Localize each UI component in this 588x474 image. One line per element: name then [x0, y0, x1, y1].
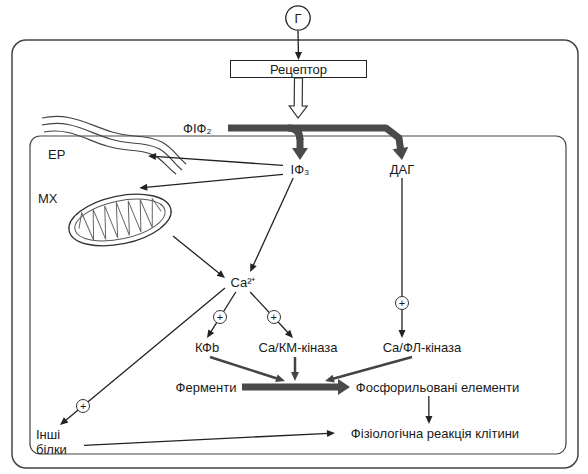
node-text: Ca/КМ-кіназа — [259, 340, 338, 355]
arrow-head — [148, 153, 156, 160]
arrow-head — [292, 148, 308, 160]
er-membrane — [44, 131, 176, 174]
mitochondrion-inner — [71, 192, 169, 248]
mitochondrion — [64, 186, 176, 255]
arrow-line — [146, 174, 283, 187]
arrow-head — [217, 270, 225, 278]
activation-sign: + — [76, 399, 90, 413]
arrow-line — [154, 156, 283, 165]
arrow-line — [428, 396, 429, 418]
node-text: Ca²⁺ — [231, 275, 256, 290]
node-text: ІФ₃ — [291, 162, 310, 177]
hormone-circle: Г — [285, 5, 311, 31]
hollow-arrow — [289, 78, 307, 118]
enzyme-label: КФb — [192, 338, 222, 356]
node-text: ДАГ — [390, 162, 415, 177]
node-text: Г — [294, 11, 301, 26]
arrow-head — [285, 330, 293, 338]
kinase-label: Ca/ФЛ-кіназа — [372, 338, 472, 356]
activation-arrow — [333, 357, 412, 379]
activation-sign: + — [213, 310, 227, 324]
receptor-box: Рецептор — [230, 60, 367, 78]
activation-arrow — [294, 357, 297, 373]
activation-arrow — [210, 357, 277, 379]
arrow-head — [250, 263, 257, 272]
arrow-head — [60, 417, 68, 425]
connector — [250, 178, 293, 272]
arrow-head — [291, 372, 299, 381]
arrow-head — [207, 329, 214, 338]
arrow-line — [84, 433, 329, 445]
node-text: ЕР — [48, 147, 65, 162]
connector — [242, 379, 350, 395]
connector — [425, 396, 432, 424]
thick-arrow — [242, 384, 340, 391]
cytoplasm-outline — [30, 136, 566, 454]
node-text: Фізіологічна реакція клітини — [351, 426, 519, 441]
connector — [292, 138, 308, 160]
thick-arrow — [310, 128, 401, 151]
arrow-head — [399, 330, 406, 338]
connector — [399, 178, 406, 338]
arrow-line — [65, 288, 225, 421]
connector — [173, 236, 225, 278]
cell-membrane — [12, 40, 578, 468]
response-label: Фізіологічна реакція клітини — [335, 424, 535, 442]
protein-label: Інші білки — [36, 425, 84, 459]
kinase-label: Ca/КМ-кіназа — [248, 338, 348, 356]
circle-outline — [286, 6, 310, 30]
connector — [295, 31, 302, 60]
node-text: КФb — [195, 340, 219, 355]
connector — [84, 430, 335, 446]
node-text: Рецептор — [270, 62, 327, 77]
connector — [60, 288, 225, 425]
activation-sign: + — [395, 296, 409, 310]
node-text: Інші білки — [36, 427, 84, 457]
arrow-head — [425, 416, 432, 424]
messenger-label: ДАГ — [385, 160, 419, 178]
arrow-line — [253, 178, 293, 266]
connector — [139, 174, 283, 190]
ion-label: Ca²⁺ — [225, 272, 261, 292]
node-text: ФІФ₂ — [183, 121, 211, 136]
arrow-head — [325, 375, 335, 383]
arrow-line — [297, 31, 299, 54]
mitochondrion-outer — [64, 186, 176, 255]
er-membrane — [42, 123, 182, 170]
arrow-head — [327, 430, 335, 437]
arrow-head — [275, 375, 285, 383]
arrow-head — [393, 147, 409, 160]
connector — [250, 292, 293, 338]
organelle-label: ЕР — [48, 144, 148, 164]
organelle-label: МХ — [38, 188, 173, 248]
product-label: Фосфорильовані елементи — [350, 378, 525, 396]
connector — [148, 153, 283, 165]
connector — [289, 78, 307, 118]
arrow-head — [338, 379, 350, 395]
mitochondrion-cristae — [75, 194, 164, 246]
arrow-head — [295, 52, 302, 60]
substrate-label: Ферменти — [170, 378, 242, 396]
arrow-line — [210, 292, 235, 333]
node-text: Ca/ФЛ-кіназа — [383, 340, 462, 355]
substrate-label: ФІФ₂ — [183, 118, 310, 138]
node-text: МХ — [38, 191, 58, 206]
node-text: Ферменти — [176, 380, 237, 395]
connector — [310, 128, 408, 160]
arrow-line — [173, 236, 220, 274]
arrow-line — [250, 292, 288, 333]
arrow-head — [139, 184, 147, 191]
messenger-label: ІФ₃ — [283, 160, 317, 178]
activation-sign: + — [267, 310, 281, 324]
node-text: Фосфорильовані елементи — [356, 380, 519, 395]
